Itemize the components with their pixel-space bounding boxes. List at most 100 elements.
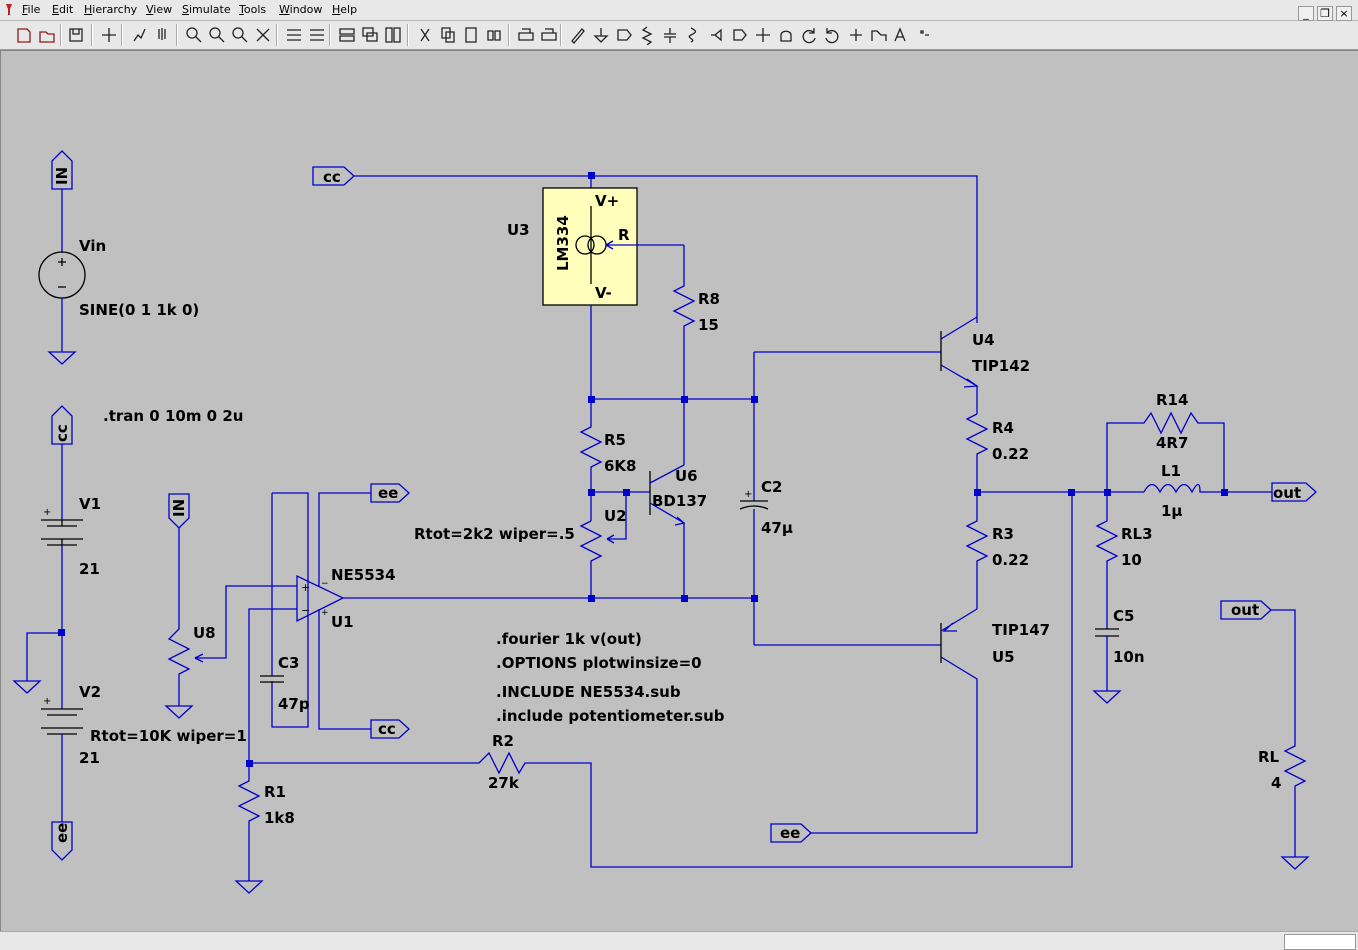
svg-text:+: + [43,507,51,518]
tile-horizontal-icon[interactable] [337,25,357,45]
toolbar [0,21,1358,50]
l1-label: L1 [1161,462,1181,480]
print-icon[interactable] [539,25,559,45]
port-cc-v1[interactable]: cc [51,405,73,445]
directive-include2[interactable]: .include potentiometer.sub [496,707,725,725]
copy-icon[interactable] [438,25,458,45]
cut-icon[interactable] [415,25,435,45]
u8-label: U8 [193,624,216,642]
zoom-in-icon[interactable] [184,25,204,45]
view-fft-icon[interactable] [307,25,327,45]
capacitor-icon[interactable] [660,25,680,45]
ground-icon[interactable] [591,25,611,45]
directive-fourier[interactable]: .fourier 1k v(out) [496,630,642,648]
r8-value: 15 [698,316,719,334]
menu-edit[interactable]: Edit [52,3,74,16]
save-icon[interactable] [66,25,86,45]
status-field [1284,934,1356,950]
status-bar [0,931,1358,950]
v1-battery[interactable]: + [41,507,83,546]
close-button[interactable]: × [1336,6,1352,21]
u2-value: Rtot=2k2 wiper=.5 [414,525,575,543]
u6-label: U6 [675,467,698,485]
zoom-cancel-icon[interactable] [253,25,273,45]
menu-help[interactable]: Help [332,3,358,16]
vin-value: SINE(0 1 1k 0) [79,301,199,319]
toolbar-separator [276,24,278,46]
menu-window[interactable]: Window [279,3,323,16]
svg-text:cc: cc [378,720,396,738]
inductor-icon[interactable] [683,25,703,45]
l1-value: 1µ [1161,502,1182,520]
directive-include1[interactable]: .INCLUDE NE5534.sub [496,683,681,701]
menu-view[interactable]: View [146,3,173,16]
port-out-right[interactable]: out [1271,482,1317,502]
r8-label: R8 [698,290,720,308]
rl3-value: 10 [1121,551,1142,569]
find-icon[interactable] [484,25,504,45]
restore-button[interactable]: ❐ [1317,6,1333,21]
toolbar-separator [60,24,62,46]
r5-label: R5 [604,431,626,449]
port-out-load[interactable]: out [1220,600,1272,620]
vin-source[interactable] [38,251,86,299]
redo-icon[interactable] [822,25,842,45]
rotate-icon[interactable] [846,25,866,45]
u5-transistor[interactable] [940,608,978,833]
directive-tran[interactable]: .tran 0 10m 0 2u [103,407,243,425]
toolbar-separator [407,24,409,46]
port-cc-u1[interactable]: cc [370,719,410,739]
open-icon[interactable] [37,25,57,45]
label-net-icon[interactable] [614,25,634,45]
port-ee-u1[interactable]: ee [370,483,410,503]
c5-label: C5 [1113,607,1134,625]
mirror-icon[interactable] [869,25,889,45]
cascade-icon[interactable] [360,25,380,45]
undo-icon[interactable] [799,25,819,45]
tile-vertical-icon[interactable] [383,25,403,45]
autorange-icon[interactable] [284,25,304,45]
menu-simulate[interactable]: Simulate [182,3,231,16]
ground-symbol [1280,856,1310,870]
minimize-button[interactable]: _ [1298,6,1314,21]
ground-symbol [1092,690,1122,704]
v2-battery[interactable]: + [41,696,83,735]
schematic: .w { stroke:#0000cc; stroke-width:1.3; f… [12,150,1317,894]
print-setup-icon[interactable] [516,25,536,45]
u1-opamp[interactable]: + − − + [296,574,345,623]
zoom-pan-icon[interactable] [207,25,227,45]
rl-value: 4 [1271,774,1281,792]
menu-tools[interactable]: Tools [239,3,267,16]
text-icon[interactable] [892,25,912,45]
u6-transistor[interactable] [649,399,686,598]
menu-hierarchy[interactable]: Hierarchy [84,3,138,16]
u4-transistor[interactable] [940,316,979,414]
draw-wire-icon[interactable] [568,25,588,45]
port-cc-top[interactable]: cc [312,166,355,186]
paste-icon[interactable] [461,25,481,45]
drag-icon[interactable] [776,25,796,45]
zoom-out-icon[interactable] [230,25,250,45]
menu-file[interactable]: File [22,3,41,16]
port-ee-v2[interactable]: ee [51,821,73,861]
schematic-canvas[interactable]: .w { stroke:#0000cc; stroke-width:1.3; f… [0,50,1358,931]
svg-text:cc: cc [53,424,71,442]
port-in-vin[interactable]: IN [51,150,73,190]
resistor-icon[interactable] [637,25,657,46]
directive-options[interactable]: .OPTIONS plotwinsize=0 [496,654,702,672]
u6-part: BD137 [652,492,707,510]
port-ee-bottom[interactable]: ee [770,823,812,843]
toolbar-separator [91,24,93,46]
spice-directive-icon[interactable] [915,25,935,45]
c2-value: 47µ [761,519,793,537]
diode-icon[interactable] [707,25,727,45]
port-in-u8[interactable]: IN [168,493,190,529]
run-icon[interactable] [129,25,149,45]
control-panel-icon[interactable] [99,25,119,45]
halt-icon[interactable] [152,25,172,45]
u3-lm334[interactable]: LM334 V+ V- R [542,187,638,306]
u1-label: U1 [331,613,354,631]
move-icon[interactable] [753,25,773,45]
new-schematic-icon[interactable] [14,25,34,45]
component-icon[interactable] [730,25,750,45]
